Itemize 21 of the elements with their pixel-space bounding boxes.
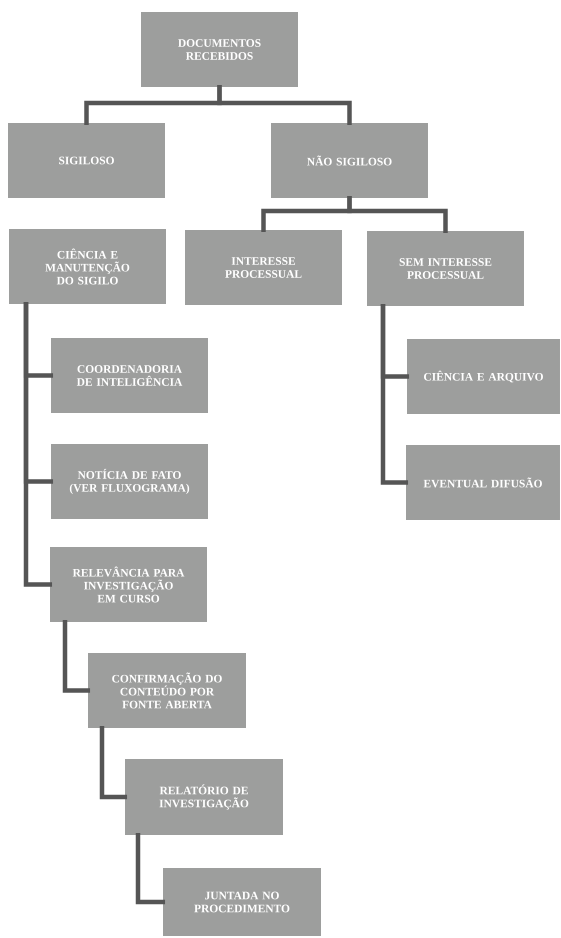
process-box: NÃO SIGILOSO <box>271 123 428 198</box>
connector-line <box>347 196 448 234</box>
process-box: CIÊNCIA E MANUTENÇÃO DO SIGILO <box>9 229 166 304</box>
process-box: INTERESSE PROCESSUAL <box>185 230 342 305</box>
connector-line <box>217 84 352 126</box>
process-box: COORDENADORIA DE INTELIGÊNCIA <box>51 338 208 413</box>
connector-line <box>62 620 90 693</box>
process-box: CONFIRMAÇÃO DO CONTEÚDO POR FONTE ABERTA <box>88 653 246 728</box>
process-box: NOTÍCIA DE FATO (VER FLUXOGRAMA) <box>51 444 208 519</box>
process-box: CIÊNCIA E ARQUIVO <box>407 339 560 414</box>
process-box: RELATÓRIO DE INVESTIGAÇÃO <box>125 759 283 835</box>
process-box: DOCUMENTOS RECEBIDOS <box>141 12 298 87</box>
connector-line <box>24 302 52 587</box>
connector-line <box>136 832 166 904</box>
process-box: RELEVÂNCIA PARA INVESTIGAÇÃO EM CURSO <box>50 547 207 622</box>
process-box: EVENTUAL DIFUSÃO <box>406 445 560 520</box>
connector-line <box>100 726 128 800</box>
process-box: JUNTADA NO PROCEDIMENTO <box>163 868 321 936</box>
connector-line <box>380 304 408 485</box>
process-box: SIGILOSO <box>8 123 165 198</box>
process-box: SEM INTERESSE PROCESSUAL <box>367 231 524 306</box>
